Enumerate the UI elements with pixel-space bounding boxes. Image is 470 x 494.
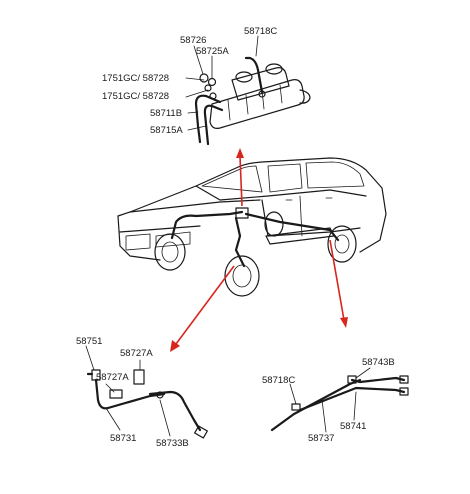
label-58751: 58751 [76, 336, 102, 347]
label-58718C-bottom: 58718C [262, 375, 295, 386]
pipe-58741 [298, 386, 406, 412]
fitting-58725A [207, 77, 217, 87]
rear-brake-pipe-group [270, 367, 409, 433]
callout-arrows [170, 148, 348, 352]
fitting-58726 [199, 73, 209, 83]
master-cylinder-body [209, 79, 305, 129]
pipe-58731 [94, 378, 166, 410]
car-brake-pipe-rear [244, 212, 340, 242]
pipe-58718C-bottom [270, 378, 362, 432]
reservoir [231, 67, 290, 101]
clip-58727A [133, 369, 145, 385]
car-proportioning-valve [235, 207, 249, 219]
front-left-wheel [154, 233, 186, 271]
car-grille [155, 231, 191, 248]
label-58727A-a: 58727A [120, 348, 153, 359]
label-58731: 58731 [110, 433, 136, 444]
callout-arrow-front-pipes [175, 265, 235, 345]
label-58711B: 58711B [150, 108, 182, 119]
pipe-58733B [148, 390, 202, 432]
fitting-58718C [291, 403, 301, 411]
car-illustration [117, 157, 387, 297]
label-58718C-top: 58718C [244, 26, 277, 37]
rear-right-wheel [327, 225, 357, 263]
rear-left-wheel [264, 211, 284, 237]
reservoir-cap-left [235, 71, 253, 83]
label-58733B: 58733B [156, 438, 189, 449]
label-58715A: 58715A [150, 125, 183, 136]
clip-58727A-lower [109, 389, 123, 399]
car-brake-pipe-front [170, 210, 244, 240]
reservoir-cap-right [265, 63, 283, 75]
callout-arrow-rear-pipes [329, 239, 345, 321]
label-58741: 58741 [340, 421, 366, 432]
label-58728-b: 1751GC/ 58728 [102, 91, 169, 102]
label-58727A-b: 58727A [96, 372, 129, 383]
label-58726: 58726 [180, 35, 206, 46]
car-window-rear [305, 161, 365, 189]
pipe-58715A [203, 104, 224, 146]
pipe-58718C-top [244, 56, 264, 94]
label-58743B: 58743B [362, 357, 395, 368]
car-headlight [125, 233, 151, 251]
car-windshield [201, 165, 263, 193]
front-right-wheel [224, 255, 260, 297]
label-58728-a: 1751GC/ 58728 [102, 73, 169, 84]
car-window-front [267, 163, 303, 193]
pipe-58711B [194, 94, 222, 144]
label-58737: 58737 [308, 433, 334, 444]
callout-arrow-master-cylinder [239, 155, 243, 207]
label-58725A: 58725A [196, 46, 229, 57]
master-cylinder-group [185, 35, 311, 146]
fitting-58743B [347, 375, 357, 384]
front-brake-pipe-group [85, 345, 208, 439]
